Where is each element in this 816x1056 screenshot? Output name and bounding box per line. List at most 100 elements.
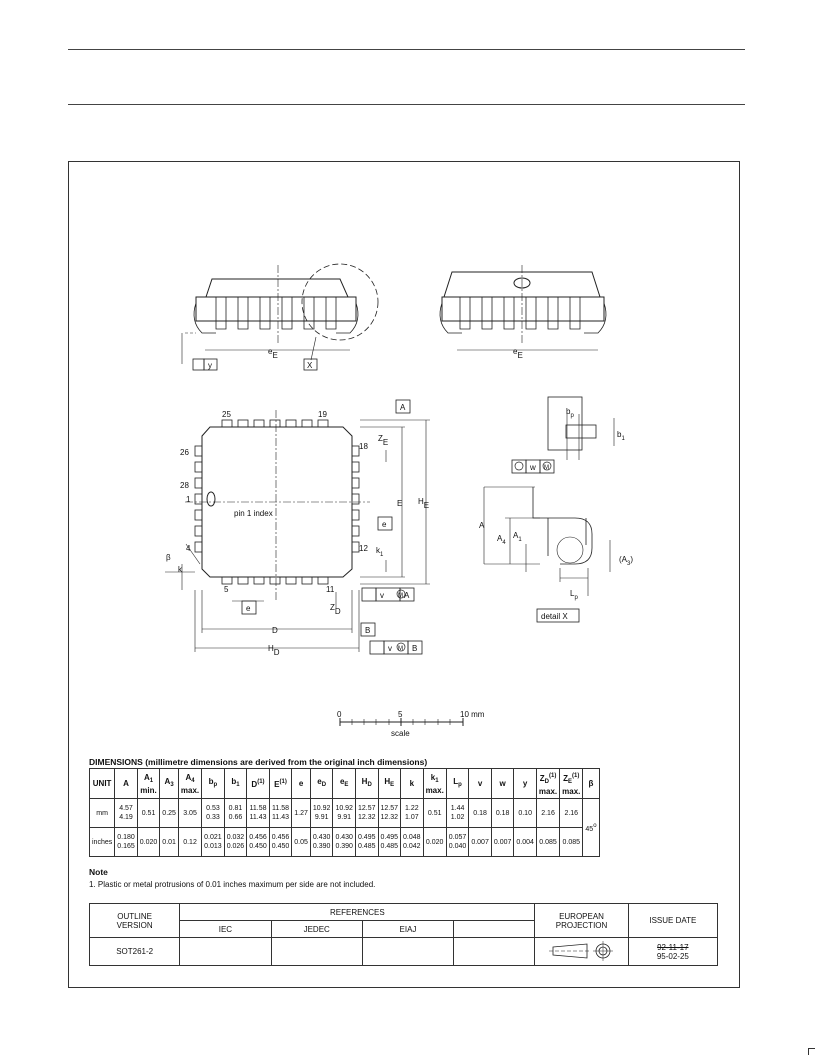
label-pin-5: 5 [224,585,229,594]
dim-header-cell: HE [377,768,402,799]
dim-header-cell: A3 [159,768,179,799]
label-b1: b1 [617,430,625,442]
label-detail-x: detail X [541,612,568,621]
label-A-ref: A [404,591,410,600]
dim-cell: 12.57 12.32 [354,798,379,828]
label-pin-12: 12 [359,544,368,553]
label-HE: HE [418,497,429,510]
dim-header-cell: b1 [223,768,248,799]
label-pin-11: 11 [326,585,335,594]
dim-cell: 0.51 [422,798,447,828]
dim-cell: 1.27 [291,798,311,828]
dim-cell: 0.81 0.66 [223,798,248,828]
dim-cell: 0.495 0.485 [377,827,402,857]
dim-cell: 0.51 [136,798,161,828]
dim-cell: 0.048 0.042 [400,827,424,857]
package-drawing: eE eE y X 25 19 26 18 28 1 pin 1 index 4… [165,263,633,738]
dim-header-cell: UNIT [88,768,116,799]
label-e-right: e [382,520,387,529]
label-datum-a: A [400,403,406,412]
label-E: E [397,499,402,508]
dim-cell: 0.007 [468,827,492,857]
iec-value [179,937,272,966]
dimensions-title: DIMENSIONS (millimetre dimensions are de… [89,757,428,767]
iec-label: IEC [179,920,272,938]
dim-cell: 0.020 [136,827,161,857]
ref-blank-value [453,937,536,966]
dim-cell: 0.53 0.33 [201,798,225,828]
dim-cell: 0.18 [468,798,492,828]
label-v-bottom: v [388,644,392,653]
dim-header-cell: Lp [445,768,470,799]
projection-label: EUROPEAN PROJECTION [534,903,629,938]
label-y: y [208,361,212,370]
dim-cell: 10.92 9.91 [332,798,356,828]
issue-date-old: 92-11-17 [657,942,689,952]
dim-header-cell: HD [354,768,379,799]
label-eE-right: eE [513,347,523,360]
dim-header-cell: A [114,768,138,799]
issue-date-label: ISSUE DATE [627,903,719,938]
eiaj-label: EIAJ [361,920,455,938]
dim-cell: 0.456 0.450 [246,827,270,857]
package-outline-frame [68,161,740,988]
label-A1: A1 [513,531,522,543]
dim-cell: 0.007 [490,827,515,857]
dim-cell: 0.456 0.450 [268,827,293,857]
dim-cell: 11.58 11.43 [268,798,293,828]
dim-header-cell: v [468,768,492,799]
issue-date-new: 95-02-25 [656,951,689,961]
label-w: w [529,463,536,472]
dim-cell: 2.16 [559,798,584,828]
top-rule [68,49,745,50]
dim-cell: 0.085 [535,827,561,857]
jedec-label: JEDEC [270,920,363,938]
label-pin-18: 18 [359,442,368,451]
note-title: Note [89,867,108,877]
label-M-top: M [398,593,403,599]
label-B-ref: B [412,644,417,653]
label-pin-28: 28 [180,481,189,490]
label-A3: (A3) [619,555,633,567]
dim-cell: 0.085 [559,827,584,857]
dim-header-cell: eD [309,768,334,799]
dim-header-cell: ZE(1)max. [559,768,584,799]
label-e-bottom: e [246,604,251,613]
label-A4: A4 [497,534,506,546]
dim-cell: 11.58 11.43 [246,798,270,828]
dim-header-cell: ZD(1)max. [535,768,561,799]
header-rule [68,104,745,105]
label-k1: k1 [376,546,384,558]
dim-header-cell: w [490,768,515,799]
outline-table: OUTLINE VERSION REFERENCES EUROPEAN PROJ… [88,903,719,966]
label-ZD: ZD [330,603,341,616]
dim-cell: 0.10 [513,798,537,828]
projection-icon [548,940,613,961]
jedec-value [270,937,363,966]
label-v-top: v [380,591,384,600]
dim-cell: 0.430 0.390 [309,827,334,857]
dim-cell: 1.22 1.07 [400,798,424,828]
label-pin-25: 25 [222,410,231,419]
outline-version-label: OUTLINE VERSION [88,903,181,938]
label-D: D [272,626,278,635]
dim-header-cell: β [582,768,600,799]
label-x: X [307,361,313,370]
scale-tick-0: 0 [337,710,342,719]
label-bp: bp [566,407,574,419]
dim-cell: 0.057 0.040 [445,827,470,857]
scale-caption: scale [391,729,410,738]
dim-cell: 12.57 12.32 [377,798,402,828]
label-datum-b: B [365,626,370,635]
dim-cell: 0.021 0.013 [201,827,225,857]
dim-beta-cell: 45o [582,798,600,857]
dim-cell: 0.004 [513,827,537,857]
dim-cell: inches [88,827,116,857]
dim-cell: 0.01 [159,827,179,857]
label-Lp: Lp [570,589,578,601]
